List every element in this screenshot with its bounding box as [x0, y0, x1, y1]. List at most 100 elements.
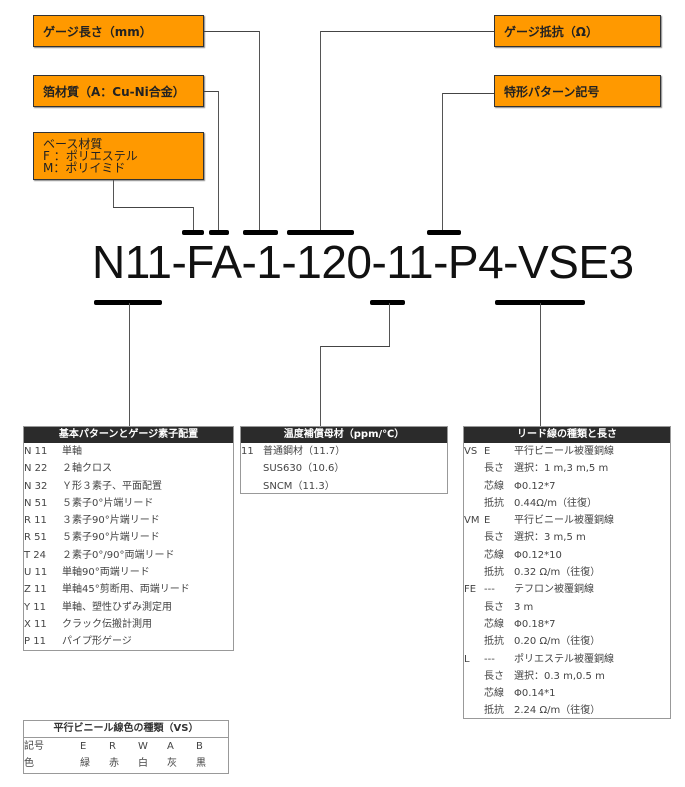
- lead-attribute: 芯線: [484, 688, 504, 700]
- lead-value: 0.44Ω/m（往復）: [514, 497, 598, 509]
- lead-attribute: E: [484, 446, 491, 457]
- connector-line: [320, 346, 321, 426]
- segment-bar-foil: [209, 230, 229, 235]
- base-material-label: ベース材質 F ：ポリエステル M：ポリイミド: [33, 132, 204, 180]
- color-symbol: A: [167, 741, 174, 752]
- table-row: R 51 ５素子90°片端リード: [24, 529, 233, 546]
- table-row: 長さ選択：1 m,3 m,5 m: [464, 460, 670, 477]
- connector-line: [389, 303, 390, 347]
- color-name: 灰: [167, 758, 177, 770]
- base-material-option-f: F ：ポリエステル: [43, 149, 138, 163]
- pattern-description: ５素子90°片端リード: [62, 532, 160, 544]
- foil-material-label: 箔材質（A：Cu-Ni合金）: [33, 75, 204, 107]
- segment-bar-pattern: [94, 300, 162, 305]
- table-row: VM E 平行ビニール被覆銅線: [464, 512, 670, 529]
- lead-attribute: 抵抗: [484, 567, 504, 579]
- pattern-code: U 11: [24, 567, 48, 579]
- color-name: 緑: [80, 758, 90, 770]
- symbol-label: 記号: [24, 741, 44, 752]
- segment-bar-resistance: [287, 230, 354, 235]
- lead-value: 0.20 Ω/m（往復）: [514, 636, 601, 648]
- table-row: 長さ選択：0.3 m,0.5 m: [464, 668, 670, 685]
- temp-code: 11: [241, 446, 254, 457]
- lead-type: [464, 460, 484, 477]
- lead-attribute: E: [484, 515, 491, 527]
- temp-description: SUS630（10.6）: [263, 463, 345, 475]
- lead-value: Φ0.12*10: [514, 549, 562, 561]
- lead-type: [464, 529, 484, 546]
- lead-value: 選択：3 m,5 m: [514, 532, 586, 544]
- table-row: T 24 ２素子0°/90°両端リード: [24, 547, 233, 564]
- connector-line: [129, 303, 130, 426]
- lead-attribute: 長さ: [484, 601, 504, 613]
- lead-value: 平行ビニール被覆銅線: [514, 515, 614, 527]
- pattern-code: N 51: [24, 497, 48, 509]
- lead-type: [464, 668, 484, 685]
- color-symbol: R: [109, 741, 116, 752]
- pattern-code: N 11: [24, 446, 48, 457]
- gauge-length-text: ゲージ長さ（mm）: [43, 24, 152, 39]
- lead-type: [464, 547, 484, 564]
- temp-code: [241, 460, 263, 477]
- pattern-code: T 24: [24, 549, 47, 561]
- model-code: N11-FA-1-120-11-P4-VSE3: [92, 236, 634, 288]
- lead-table-header: リード線の種類と長さ: [464, 427, 670, 443]
- pattern-description: ２素子0°/90°両端リード: [62, 549, 175, 561]
- connector-line: [442, 93, 494, 94]
- table-row: SUS630（10.6）: [241, 460, 447, 477]
- pattern-description: ５素子0°片端リード: [62, 497, 154, 509]
- lead-attribute: 長さ: [484, 670, 504, 682]
- lead-type: [464, 478, 484, 495]
- lead-value: 0.32 Ω/m（往復）: [514, 567, 601, 579]
- lead-value: 選択：1 m,3 m,5 m: [514, 463, 609, 475]
- segment-bar-base: [182, 230, 204, 235]
- table-row: 抵抗 0.44Ω/m（往復）: [464, 495, 670, 512]
- lead-attribute: ---: [484, 584, 495, 596]
- connector-line: [442, 93, 443, 233]
- lead-attribute: 長さ: [484, 532, 504, 544]
- connector-line: [193, 207, 194, 233]
- base-material-option-m: M：ポリイミド: [43, 161, 126, 175]
- connector-line: [540, 303, 541, 426]
- lead-value: Φ0.12*7: [514, 480, 556, 492]
- table-row: FE---テフロン被覆銅線: [464, 581, 670, 598]
- connector-line: [259, 31, 260, 233]
- color-symbol: E: [80, 741, 87, 752]
- lead-type: [464, 564, 484, 581]
- temp-description: 普通鋼材（11.7）: [263, 446, 346, 457]
- connector-line: [204, 31, 260, 32]
- connector-line: [113, 207, 193, 208]
- lead-type: VM: [464, 515, 480, 527]
- color-table-color-row: 色 緑赤白灰黒: [24, 755, 228, 772]
- connector-line: [204, 91, 218, 92]
- lead-type: [464, 495, 484, 512]
- lead-type: L: [464, 653, 470, 665]
- gauge-resistance-text: ゲージ抵抗（Ω）: [504, 24, 598, 39]
- lead-attribute: 抵抗: [484, 497, 504, 509]
- temp-description: SNCM（11.3）: [263, 480, 335, 492]
- pattern-code: X 11: [24, 618, 47, 630]
- color-name: 赤: [109, 758, 119, 770]
- lead-type: [464, 702, 484, 719]
- lead-value: ポリエステル被覆銅線: [514, 653, 614, 665]
- lead-value: 2.24 Ω/m（往復）: [514, 705, 601, 717]
- lead-type: [464, 599, 484, 616]
- table-row: N 11 単軸: [24, 443, 233, 460]
- lead-type: [464, 633, 484, 650]
- pattern-description: Ｙ形３素子、平面配置: [62, 480, 162, 492]
- temp-code: [241, 478, 263, 495]
- pattern-description: 単軸: [62, 446, 82, 457]
- pattern-code: R 51: [24, 532, 47, 544]
- lead-value: 平行ビニール被覆銅線: [514, 446, 614, 457]
- color-symbol: W: [138, 741, 148, 752]
- base-material-title: ベース材質: [43, 137, 103, 151]
- pattern-description: クラック伝搬計測用: [62, 618, 152, 630]
- table-row: N 51 ５素子0°片端リード: [24, 495, 233, 512]
